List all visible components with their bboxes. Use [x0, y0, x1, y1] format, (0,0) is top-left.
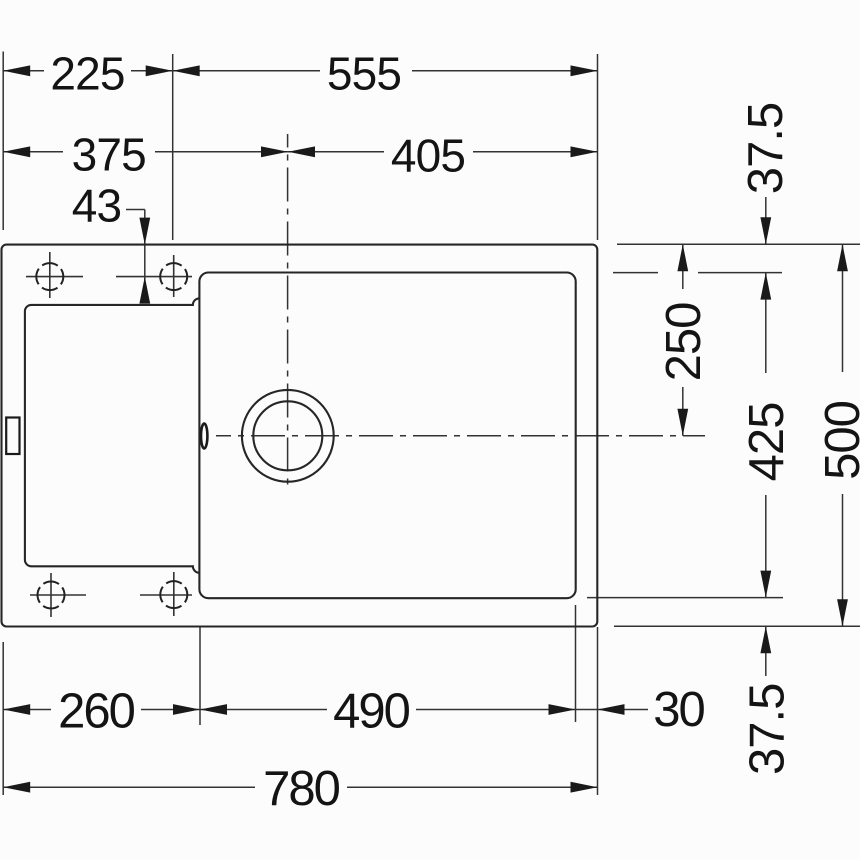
- svg-text:490: 490: [333, 684, 410, 738]
- svg-text:555: 555: [327, 48, 401, 100]
- svg-text:37.5: 37.5: [741, 684, 795, 775]
- svg-text:260: 260: [58, 684, 135, 738]
- svg-text:225: 225: [50, 48, 124, 100]
- svg-text:30: 30: [653, 683, 704, 737]
- svg-text:37.5: 37.5: [739, 103, 793, 194]
- svg-text:250: 250: [657, 303, 711, 382]
- svg-text:405: 405: [391, 129, 465, 181]
- svg-text:425: 425: [740, 403, 794, 482]
- svg-text:43: 43: [72, 180, 122, 232]
- svg-text:780: 780: [263, 762, 340, 816]
- svg-text:500: 500: [816, 401, 860, 480]
- svg-text:375: 375: [72, 128, 146, 180]
